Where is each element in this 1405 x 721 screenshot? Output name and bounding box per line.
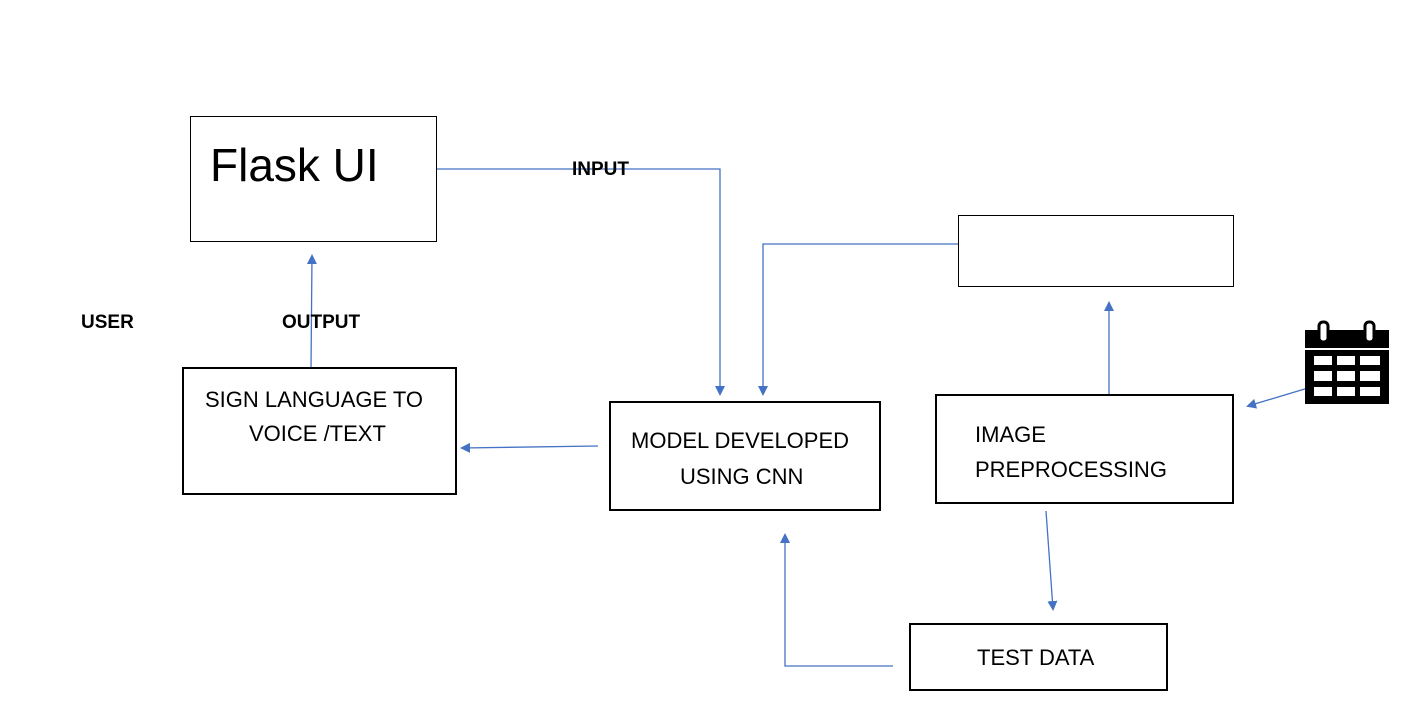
- output-label: OUTPUT: [282, 312, 361, 333]
- flask-ui-title: Flask UI: [210, 139, 379, 191]
- test-data-box: TEST DATA: [909, 623, 1168, 691]
- flask-ui-box: Flask UI: [190, 116, 437, 242]
- sign-language-line-1: SIGN LANGUAGE TO: [205, 387, 424, 412]
- calendar-icon: [1305, 320, 1389, 404]
- cnn-model-line-2: USING CNN: [680, 464, 804, 489]
- connector-testdata-to-model: [780, 533, 893, 667]
- user-label: USER: [81, 312, 134, 333]
- dataset-box: [958, 215, 1234, 287]
- connector-preprocessing-to-testdata: [1045, 510, 1058, 611]
- test-data-label: TEST DATA: [977, 645, 1095, 670]
- cnn-model-line-1: MODEL DEVELOPED: [631, 428, 850, 453]
- input-label: INPUT: [572, 159, 629, 180]
- connector-sign-to-flask: [306, 254, 317, 369]
- sign-language-box: SIGN LANGUAGE TO VOICE /TEXT: [182, 367, 457, 495]
- image-preprocessing-line-2: PREPROCESSING: [975, 457, 1167, 482]
- sign-language-line-2: VOICE /TEXT: [249, 421, 386, 446]
- connector-dataset-to-model: [758, 243, 958, 396]
- image-preprocessing-line-1: IMAGE: [975, 422, 1046, 447]
- connector-flask-to-model: [437, 168, 725, 396]
- connector-calendar-to-preprocessing: [1246, 387, 1309, 409]
- image-preprocessing-box: IMAGE PREPROCESSING: [935, 394, 1234, 504]
- cnn-model-box: MODEL DEVELOPED USING CNN: [609, 401, 881, 511]
- connector-model-to-sign: [460, 442, 599, 453]
